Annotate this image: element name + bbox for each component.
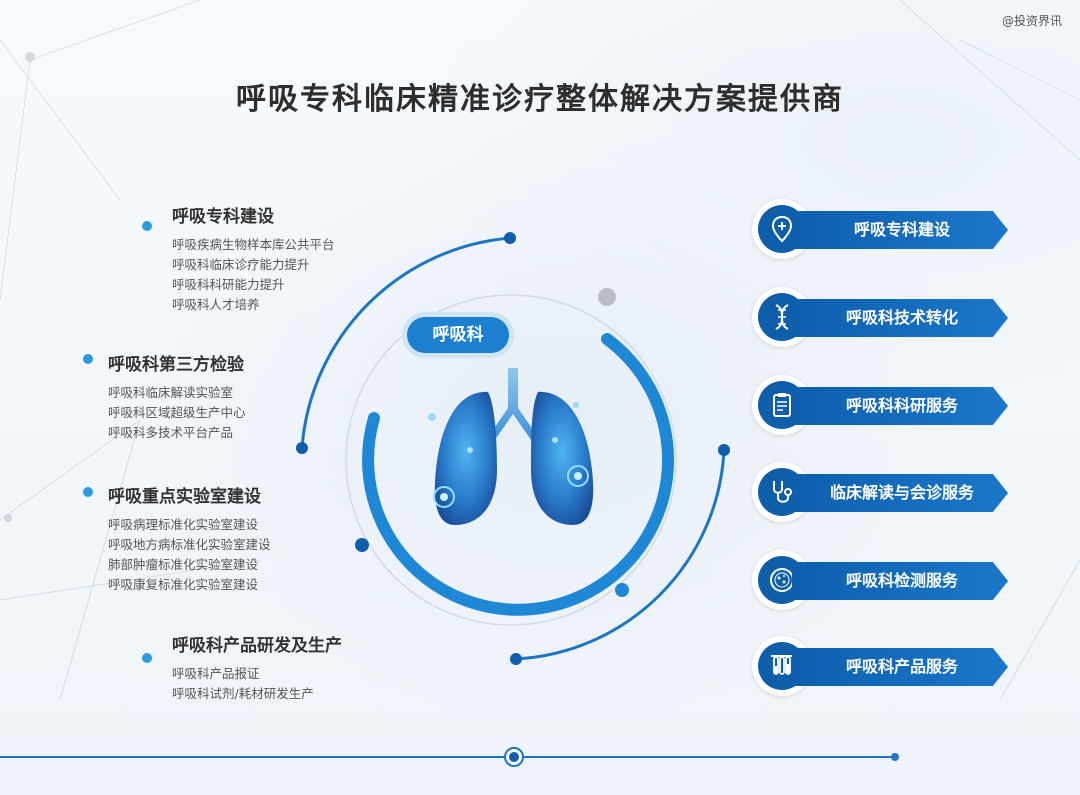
service-specialty-construction: 呼吸专科建设	[752, 199, 1010, 259]
arc-end-dot-top	[504, 232, 516, 244]
left-group-key-lab: 呼吸重点实验室建设 呼吸病理标准化实验室建设 呼吸地方病标准化实验室建设 肺部肿…	[108, 482, 271, 595]
group-title: 呼吸科产品研发及生产	[172, 636, 342, 656]
left-group-third-party-testing: 呼吸科第三方检验 呼吸科临床解读实验室 呼吸科区域超级生产中心 呼吸科多技术平台…	[108, 350, 246, 443]
group-item: 呼吸科临床诊疗能力提升	[172, 257, 310, 272]
arc-end-dot-bottom	[510, 653, 522, 665]
service-clinical-consult: 临床解读与会诊服务	[752, 462, 1010, 522]
group-title: 呼吸重点实验室建设	[108, 487, 261, 507]
service-testing: 呼吸科检测服务	[752, 550, 1010, 610]
center-label: 呼吸科	[407, 317, 509, 353]
lungs-illustration	[428, 368, 594, 525]
service-label: 临床解读与会诊服务	[792, 474, 1008, 512]
watermark: @投资界讯	[1001, 14, 1062, 28]
network-lines	[0, 0, 1080, 701]
ring-dot-left	[355, 538, 369, 552]
arc-end-dot-left	[296, 442, 308, 454]
service-label: 呼吸科技术转化	[792, 299, 1008, 337]
page-title: 呼吸专科临床精准诊疗整体解决方案提供商	[236, 82, 844, 117]
group-item: 呼吸科临床解读实验室	[108, 385, 234, 400]
group-item: 呼吸康复标准化实验室建设	[108, 577, 259, 592]
group-item: 呼吸病理标准化实验室建设	[108, 517, 259, 532]
group-item: 呼吸科多技术平台产品	[108, 425, 234, 440]
outer-ring	[345, 294, 677, 626]
group-item: 肺部肿瘤标准化实验室建设	[108, 557, 259, 572]
group-title: 呼吸科第三方检验	[108, 355, 244, 375]
group-item: 呼吸科试剂/耗材研发生产	[172, 686, 314, 701]
service-label: 呼吸专科建设	[792, 211, 1008, 249]
ring-dot-gray	[598, 288, 616, 306]
group-title: 呼吸专科建设	[172, 207, 274, 227]
group-item: 呼吸科科研能力提升	[172, 277, 285, 292]
arc-end-dot-right	[718, 444, 730, 456]
group-item: 呼吸科区域超级生产中心	[108, 405, 246, 420]
service-label: 呼吸科检测服务	[792, 562, 1008, 600]
left-arc	[300, 236, 511, 449]
left-group-product-rd: 呼吸科产品研发及生产 呼吸科产品报证 呼吸科试剂/耗材研发生产	[172, 631, 342, 704]
service-label: 呼吸科科研服务	[792, 387, 1008, 425]
service-tech-transfer: 呼吸科技术转化	[752, 287, 1010, 347]
service-products: 呼吸科产品服务	[752, 636, 1010, 696]
inner-thick-arc	[362, 333, 675, 616]
group-item: 呼吸地方病标准化实验室建设	[108, 537, 271, 552]
group-item: 呼吸疾病生物样本库公共平台	[172, 237, 335, 252]
service-research: 呼吸科科研服务	[752, 375, 1010, 435]
group-item: 呼吸科人才培养	[172, 297, 260, 312]
group-item: 呼吸科产品报证	[172, 666, 260, 681]
right-arc	[515, 449, 726, 661]
ring-dot-right	[615, 583, 629, 597]
service-label: 呼吸科产品服务	[792, 648, 1008, 686]
left-group-specialty-construction: 呼吸专科建设 呼吸疾病生物样本库公共平台 呼吸科临床诊疗能力提升 呼吸科科研能力…	[172, 202, 335, 315]
